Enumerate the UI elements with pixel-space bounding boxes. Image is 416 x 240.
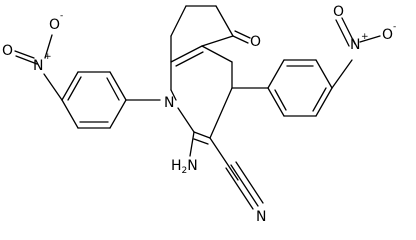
- right-nitro-single-oxygen-label: O: [382, 27, 393, 43]
- amine-label: H2N: [171, 158, 198, 176]
- left-nitro-single-oxygen-label: O: [49, 17, 60, 33]
- amine-h: H: [171, 158, 182, 174]
- left-nitro-nitrogen-charge: +: [44, 52, 52, 62]
- right-nitro-oxygen-charge: -: [393, 22, 396, 32]
- molecule-canvas: N O H2N N N + O O - N + O O -: [2, 4, 396, 224]
- right-nitro-nitrogen-label: N: [350, 37, 360, 53]
- right-nitro-double-oxygen-label: O: [333, 4, 344, 20]
- nitrile-nitrogen-label: N: [256, 209, 266, 224]
- structure-diagram: N O H2N N N + O O - N + O O -: [2, 4, 396, 224]
- left-nitro-nitrogen-label: N: [33, 58, 43, 74]
- right-nitro-nitrogen-charge: +: [361, 32, 369, 42]
- ring-nitrogen-label: N: [164, 95, 174, 111]
- bonds: [14, 5, 381, 210]
- amine-h-count: 2: [182, 166, 188, 176]
- amine-n: N: [187, 158, 197, 174]
- left-nitro-oxygen-charge: -: [60, 11, 63, 21]
- ketone-oxygen-label: O: [250, 34, 261, 50]
- left-nitro-double-oxygen-label: O: [2, 43, 13, 59]
- atom-labels: N O H2N N N + O O - N + O O -: [2, 4, 396, 224]
